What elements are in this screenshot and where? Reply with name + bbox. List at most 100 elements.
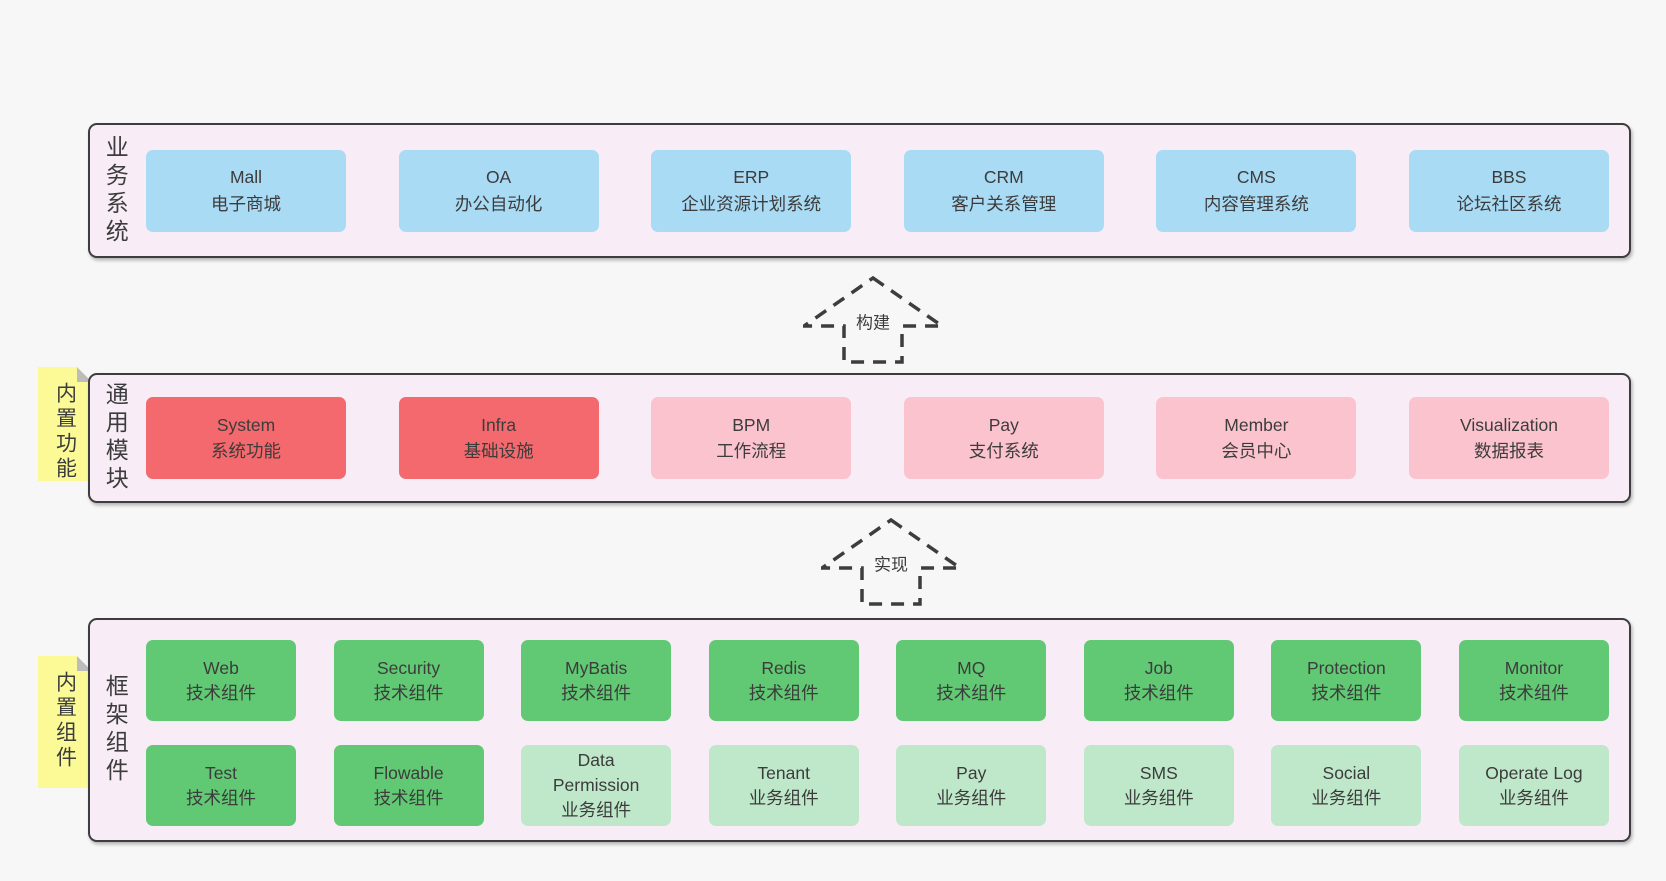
box-name: CRM — [983, 167, 1024, 188]
box-cms: CMS 内容管理系统 — [1156, 149, 1357, 232]
common-modules-layer: 通用模块 System 系统功能 Infra 基础设施 BPM 工作流程 Pay… — [88, 373, 1631, 503]
box-sms: SMS 业务组件 — [1083, 745, 1234, 826]
box-name: Job — [1144, 657, 1173, 678]
box-name: BPM — [732, 414, 771, 435]
box-desc: 业务组件 — [1498, 787, 1569, 808]
box-desc: 技术组件 — [936, 682, 1007, 703]
builtin-components-note: 内置组件 — [38, 656, 92, 788]
framework-components-layer: 框架组件 Web 技术组件 Security 技术组件 MyBatis 技术组件… — [88, 618, 1631, 842]
box-data-permission: Data Permission 业务组件 — [521, 745, 672, 826]
box-name: OA — [485, 167, 512, 188]
box-security: Security 技术组件 — [333, 640, 484, 721]
box-job: Job 技术组件 — [1083, 640, 1234, 721]
box-mybatis: MyBatis 技术组件 — [521, 640, 672, 721]
business-systems-layer: 业务系统 Mall 电子商城 OA 办公自动化 ERP 企业资源计划系统 CRM… — [88, 123, 1631, 258]
box-desc: 数据报表 — [1473, 441, 1544, 461]
box-name: Test — [204, 762, 238, 783]
box-protection: Protection 技术组件 — [1271, 640, 1422, 721]
box-desc: 业务组件 — [936, 787, 1007, 808]
components-box-row-1: Web 技术组件 Security 技术组件 MyBatis 技术组件 Redi… — [146, 640, 1609, 721]
box-desc: 业务组件 — [1123, 787, 1194, 808]
box-name: ERP — [733, 167, 770, 188]
build-arrow: 构建 — [803, 275, 943, 365]
box-redis: Redis 技术组件 — [708, 640, 859, 721]
box-desc: 业务组件 — [748, 787, 819, 808]
box-name: MQ — [957, 657, 986, 678]
box-name: BBS — [1491, 167, 1527, 188]
box-name: MyBatis — [565, 657, 628, 678]
box-desc: 技术组件 — [561, 682, 632, 703]
box-name: Security — [376, 657, 441, 678]
box-name: Protection — [1306, 657, 1386, 678]
build-arrow-label: 构建 — [853, 307, 893, 335]
box-desc: 论坛社区系统 — [1456, 193, 1562, 214]
box-name: Redis — [761, 657, 807, 678]
box-desc: 客户关系管理 — [951, 193, 1057, 214]
builtin-functions-note-label: 内置功能 — [53, 382, 77, 482]
box-desc: 技术组件 — [373, 787, 444, 808]
box-name: Flowable — [373, 762, 444, 783]
box-bbs: BBS 论坛社区系统 — [1408, 149, 1609, 232]
box-desc: 支付系统 — [968, 441, 1039, 461]
business-layer-side-label: 业务系统 — [102, 134, 129, 247]
box-name: Member — [1224, 414, 1289, 435]
box-operate-log: Operate Log 业务组件 — [1458, 745, 1609, 826]
box-desc: 技术组件 — [748, 682, 819, 703]
box-pay-component: Pay 业务组件 — [896, 745, 1047, 826]
box-desc: 企业资源计划系统 — [681, 193, 822, 214]
box-name: Pay — [988, 414, 1019, 435]
box-member: Member 会员中心 — [1156, 397, 1357, 479]
box-web: Web 技术组件 — [146, 640, 296, 721]
modules-box-row: System 系统功能 Infra 基础设施 BPM 工作流程 Pay 支付系统… — [146, 397, 1609, 479]
box-desc: 技术组件 — [186, 682, 256, 703]
box-desc: 基础设施 — [463, 441, 534, 461]
components-box-row-2: Test 技术组件 Flowable 技术组件 Data Permission … — [146, 745, 1609, 826]
box-system: System 系统功能 — [146, 397, 346, 479]
implement-arrow-label: 实现 — [871, 549, 911, 577]
box-desc: 内容管理系统 — [1203, 193, 1309, 214]
box-desc: 系统功能 — [211, 441, 281, 461]
business-box-row: Mall 电子商城 OA 办公自动化 ERP 企业资源计划系统 CRM 客户关系… — [146, 149, 1609, 232]
box-test: Test 技术组件 — [146, 745, 296, 826]
box-name: Web — [203, 657, 239, 678]
box-name: Social — [1322, 762, 1371, 783]
modules-layer-side-label: 通用模块 — [102, 382, 129, 494]
box-name: Data Permission — [552, 750, 640, 796]
box-oa: OA 办公自动化 — [398, 149, 599, 232]
box-desc: 办公自动化 — [454, 193, 543, 214]
box-infra: Infra 基础设施 — [398, 397, 599, 479]
box-name: Visualization — [1460, 414, 1558, 435]
box-name: Pay — [956, 762, 987, 783]
builtin-functions-note: 内置功能 — [38, 367, 92, 481]
box-erp: ERP 企业资源计划系统 — [651, 149, 852, 232]
box-name: Infra — [481, 414, 517, 435]
box-visualization: Visualization 数据报表 — [1408, 397, 1609, 479]
box-mall: Mall 电子商城 — [146, 149, 346, 232]
box-name: System — [216, 414, 276, 435]
box-name: CMS — [1236, 167, 1276, 188]
box-desc: 会员中心 — [1221, 441, 1292, 461]
box-name: Tenant — [757, 762, 810, 783]
box-desc: 业务组件 — [561, 799, 632, 820]
builtin-components-note-label: 内置组件 — [53, 671, 77, 771]
box-name: SMS — [1139, 762, 1178, 783]
box-monitor: Monitor 技术组件 — [1458, 640, 1609, 721]
box-tenant: Tenant 业务组件 — [708, 745, 859, 826]
box-flowable: Flowable 技术组件 — [333, 745, 484, 826]
box-name: Operate Log — [1485, 762, 1583, 783]
box-desc: 工作流程 — [716, 441, 787, 461]
box-desc: 技术组件 — [186, 787, 256, 808]
box-desc: 电子商城 — [211, 193, 281, 214]
box-social: Social 业务组件 — [1271, 745, 1422, 826]
box-desc: 技术组件 — [1311, 682, 1382, 703]
box-mq: MQ 技术组件 — [896, 640, 1047, 721]
components-layer-side-label: 框架组件 — [102, 674, 129, 786]
box-desc: 技术组件 — [1123, 682, 1194, 703]
dashed-up-arrow-icon — [803, 275, 943, 364]
box-name: Mall — [229, 167, 263, 188]
box-crm: CRM 客户关系管理 — [903, 149, 1104, 232]
box-desc: 技术组件 — [1498, 682, 1569, 703]
box-bpm: BPM 工作流程 — [651, 397, 852, 479]
box-name: Monitor — [1504, 657, 1564, 678]
